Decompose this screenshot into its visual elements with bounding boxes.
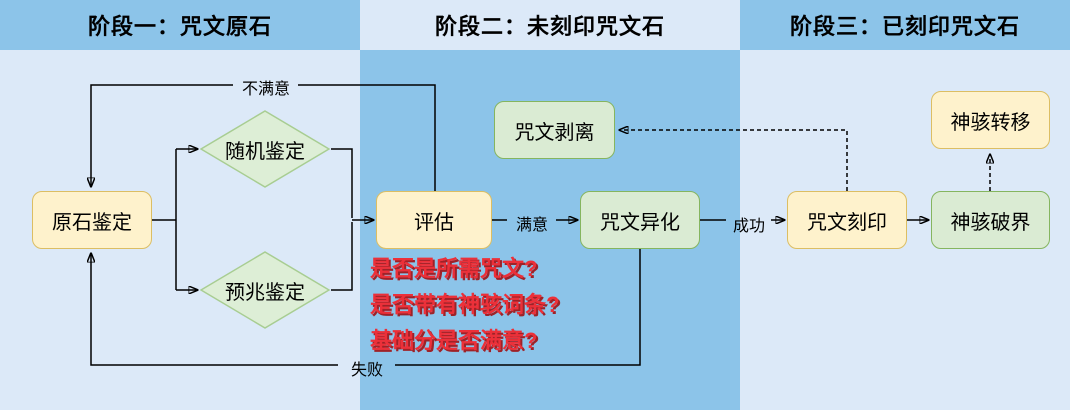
node-shock-transfer: 神骇转移	[931, 91, 1050, 149]
node-evaluate: 评估	[376, 191, 492, 249]
stage1-header: 阶段一：咒文原石	[0, 0, 360, 50]
stage2-title: 阶段二：未刻印咒文石	[434, 14, 665, 39]
node-shock-transfer-label: 神骇转移	[950, 111, 1031, 134]
edge-random-to-merge	[331, 148, 353, 218]
edge-unsatisfied-right	[298, 84, 436, 191]
node-raw-stone-appraisal: 原石鉴定	[32, 191, 152, 249]
node-spell-engrave-label: 咒文刻印	[807, 211, 887, 234]
question-3: 基础分是否满意?	[370, 328, 538, 353]
stage2-header: 阶段二：未刻印咒文石	[360, 0, 740, 50]
node-evaluate-label: 评估	[414, 211, 454, 234]
question-1: 是否是所需咒文?	[370, 256, 538, 281]
node-random-appraisal-label: 随机鉴定	[225, 140, 305, 163]
diamond-shape	[200, 110, 330, 188]
stage1-title: 阶段一：咒文原石	[87, 14, 272, 39]
node-shock-breach: 神骇破界	[931, 191, 1050, 249]
node-omen-appraisal-label: 预兆鉴定	[225, 281, 305, 304]
edge-label-unsatisfied: 不满意	[241, 81, 290, 98]
node-spell-strip-label: 咒文剥离	[514, 121, 595, 144]
node-spell-strip: 咒文剥离	[494, 101, 615, 159]
edge-label-satisfied: 满意	[515, 217, 548, 234]
edge-label-success: 成功	[732, 218, 765, 235]
node-raw-stone-appraisal-label: 原石鉴定	[52, 211, 132, 234]
stage3-title: 阶段三：已刻印咒文石	[789, 14, 1020, 39]
node-shock-breach-label: 神骇破界	[950, 211, 1031, 234]
node-omen-appraisal: 预兆鉴定	[200, 251, 330, 329]
edge-engrave-to-strip	[619, 130, 848, 191]
diamond-shape	[200, 251, 330, 329]
question-2: 是否带有神骇词条?	[370, 292, 560, 317]
edge-failure-left	[91, 253, 338, 366]
stage3-header: 阶段三：已刻印咒文石	[740, 0, 1070, 50]
edge-failure-right	[395, 249, 641, 366]
node-random-appraisal: 随机鉴定	[200, 110, 330, 188]
edge-omen-to-merge	[331, 222, 353, 291]
node-spell-mutate-label: 咒文异化	[600, 211, 680, 234]
edge-label-failure: 失败	[350, 362, 383, 379]
evaluation-questions: 是否是所需咒文? 是否带有神骇词条? 基础分是否满意?	[370, 251, 559, 359]
edge-unsatisfied-left	[91, 84, 233, 187]
node-spell-mutate: 咒文异化	[580, 191, 700, 249]
node-spell-engrave: 咒文刻印	[787, 191, 907, 249]
